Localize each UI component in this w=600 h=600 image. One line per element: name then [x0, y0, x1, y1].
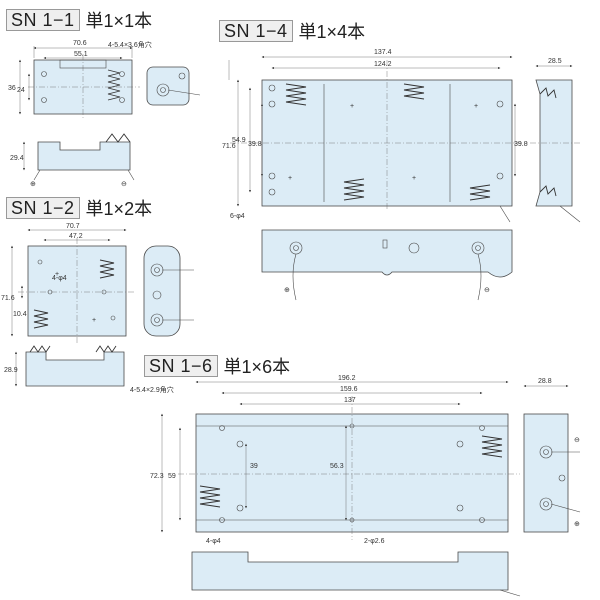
svg-text:+: + — [350, 103, 354, 110]
sn12-side-view: 28.9 — [4, 345, 125, 387]
svg-text:+: + — [288, 175, 292, 182]
sn12-dim-h: 71.6 — [1, 295, 15, 302]
sn14-dim-side: 28.5 — [548, 58, 562, 65]
sn12-dim-hole: 4-φ4 — [52, 275, 67, 282]
sn12-model-label: SN 1−2 — [6, 197, 80, 219]
sn14-dim-h2: 54.9 — [232, 137, 246, 144]
sn14-dim-h4: 39.8 — [514, 141, 528, 148]
sn16-desc: 単1×6本 — [223, 357, 291, 377]
sn12-title: SN 1−2 単1×2本 — [6, 197, 152, 219]
sn11-end-view — [146, 66, 201, 106]
sn12-dim-w-outer: 70.7 — [66, 223, 80, 230]
sn16-model-label: SN 1−6 — [144, 355, 218, 377]
sn16-dim-w-outer: 196.2 — [338, 375, 356, 382]
sn14-term-plus: ⊕ — [284, 287, 290, 294]
sn16-dim-h: 72.3 — [150, 473, 164, 480]
sn14-side-view: ⊕ ⊖ — [261, 229, 513, 301]
sn14-dim-w-inner: 124.2 — [374, 61, 392, 68]
sn16-title: SN 1−6 単1×6本 — [144, 355, 290, 377]
svg-text:+: + — [474, 103, 478, 110]
sn16-term-minus-end: ⊖ — [574, 437, 580, 444]
svg-text:+: + — [412, 175, 416, 182]
sn16-dim-h2: 59 — [168, 473, 176, 480]
sn11-dim-h: 36 — [8, 85, 16, 92]
sn14-title: SN 1−4 単1×4本 — [219, 20, 365, 42]
sn11-dim-h2: 24 — [17, 87, 25, 94]
sn16-dim-h4: 56.3 — [330, 463, 344, 470]
sn11-title: SN 1−1 単1×1本 — [6, 9, 152, 31]
sn12-end-view — [143, 245, 194, 337]
sn14-dim-w-outer: 137.4 — [374, 49, 392, 56]
sn11-dim-w-outer: 70.6 — [73, 40, 87, 47]
sn14-model-label: SN 1−4 — [219, 20, 293, 42]
sn14-dim-h3: 39.8 — [248, 141, 262, 148]
sn12-dim-w-inner: 47.2 — [69, 233, 83, 240]
sn16-top-view: 196.2 159.6 137 72.3 59 39 56.3 4-5.4×2.… — [130, 375, 520, 545]
sn12-desc: 単1×2本 — [85, 199, 153, 219]
sn16-dim-hole-sq: 4-5.4×2.9角穴 — [130, 385, 174, 394]
sn11-term-minus: ⊖ — [121, 181, 127, 188]
sn16-dim-h3: 39 — [250, 463, 258, 470]
svg-text:+: + — [92, 317, 96, 324]
sn11-dim-depth: 29.4 — [10, 155, 24, 162]
sn16-dim-w-mid: 159.6 — [340, 386, 358, 393]
sn12-dim-depth: 28.9 — [4, 367, 18, 374]
sn11-dim-w-inner: 55.1 — [74, 51, 88, 58]
sn11-top-view: 70.6 55.1 36 24 4-5.4×3.6角穴 — [8, 40, 152, 120]
sn12-top-view: + + 70.7 47.2 71.6 10.4 4-φ4 — [1, 223, 136, 344]
sn16-side-view — [191, 551, 521, 597]
sn11-side-view: 29.4 ⊕ ⊖ — [10, 133, 135, 188]
sn16-dim-hole-round: 4-φ4 — [206, 538, 221, 545]
sn12-dim-h2: 10.4 — [13, 311, 27, 318]
sn11-dim-hole: 4-5.4×3.6角穴 — [108, 40, 152, 49]
sn14-desc: 単1×4本 — [298, 22, 366, 42]
sn14-dim-h: 71.6 — [222, 143, 236, 150]
sn16-dim-w-inner: 137 — [344, 397, 356, 404]
svg-text:+: + — [55, 271, 59, 278]
sn11-desc: 単1×1本 — [85, 11, 153, 31]
sn14-dim-hole: 6-φ4 — [230, 213, 245, 220]
sn16-dim-side: 28.8 — [538, 378, 552, 385]
sn16-dim-hole-small: 2-φ2.6 — [364, 538, 385, 545]
sn11-model-label: SN 1−1 — [6, 9, 80, 31]
sn14-term-minus: ⊖ — [484, 287, 490, 294]
sn14-end-view: 28.5 — [530, 58, 581, 223]
sn16-term-plus-end: ⊕ — [574, 521, 580, 528]
sn11-term-plus: ⊕ — [30, 181, 36, 188]
sn14-top-view: + + + + 137.4 124.2 71.6 54.9 39.8 39.8 6-… — [222, 49, 528, 223]
sn16-end-view: 28.8 ⊖ ⊕ — [523, 378, 581, 533]
